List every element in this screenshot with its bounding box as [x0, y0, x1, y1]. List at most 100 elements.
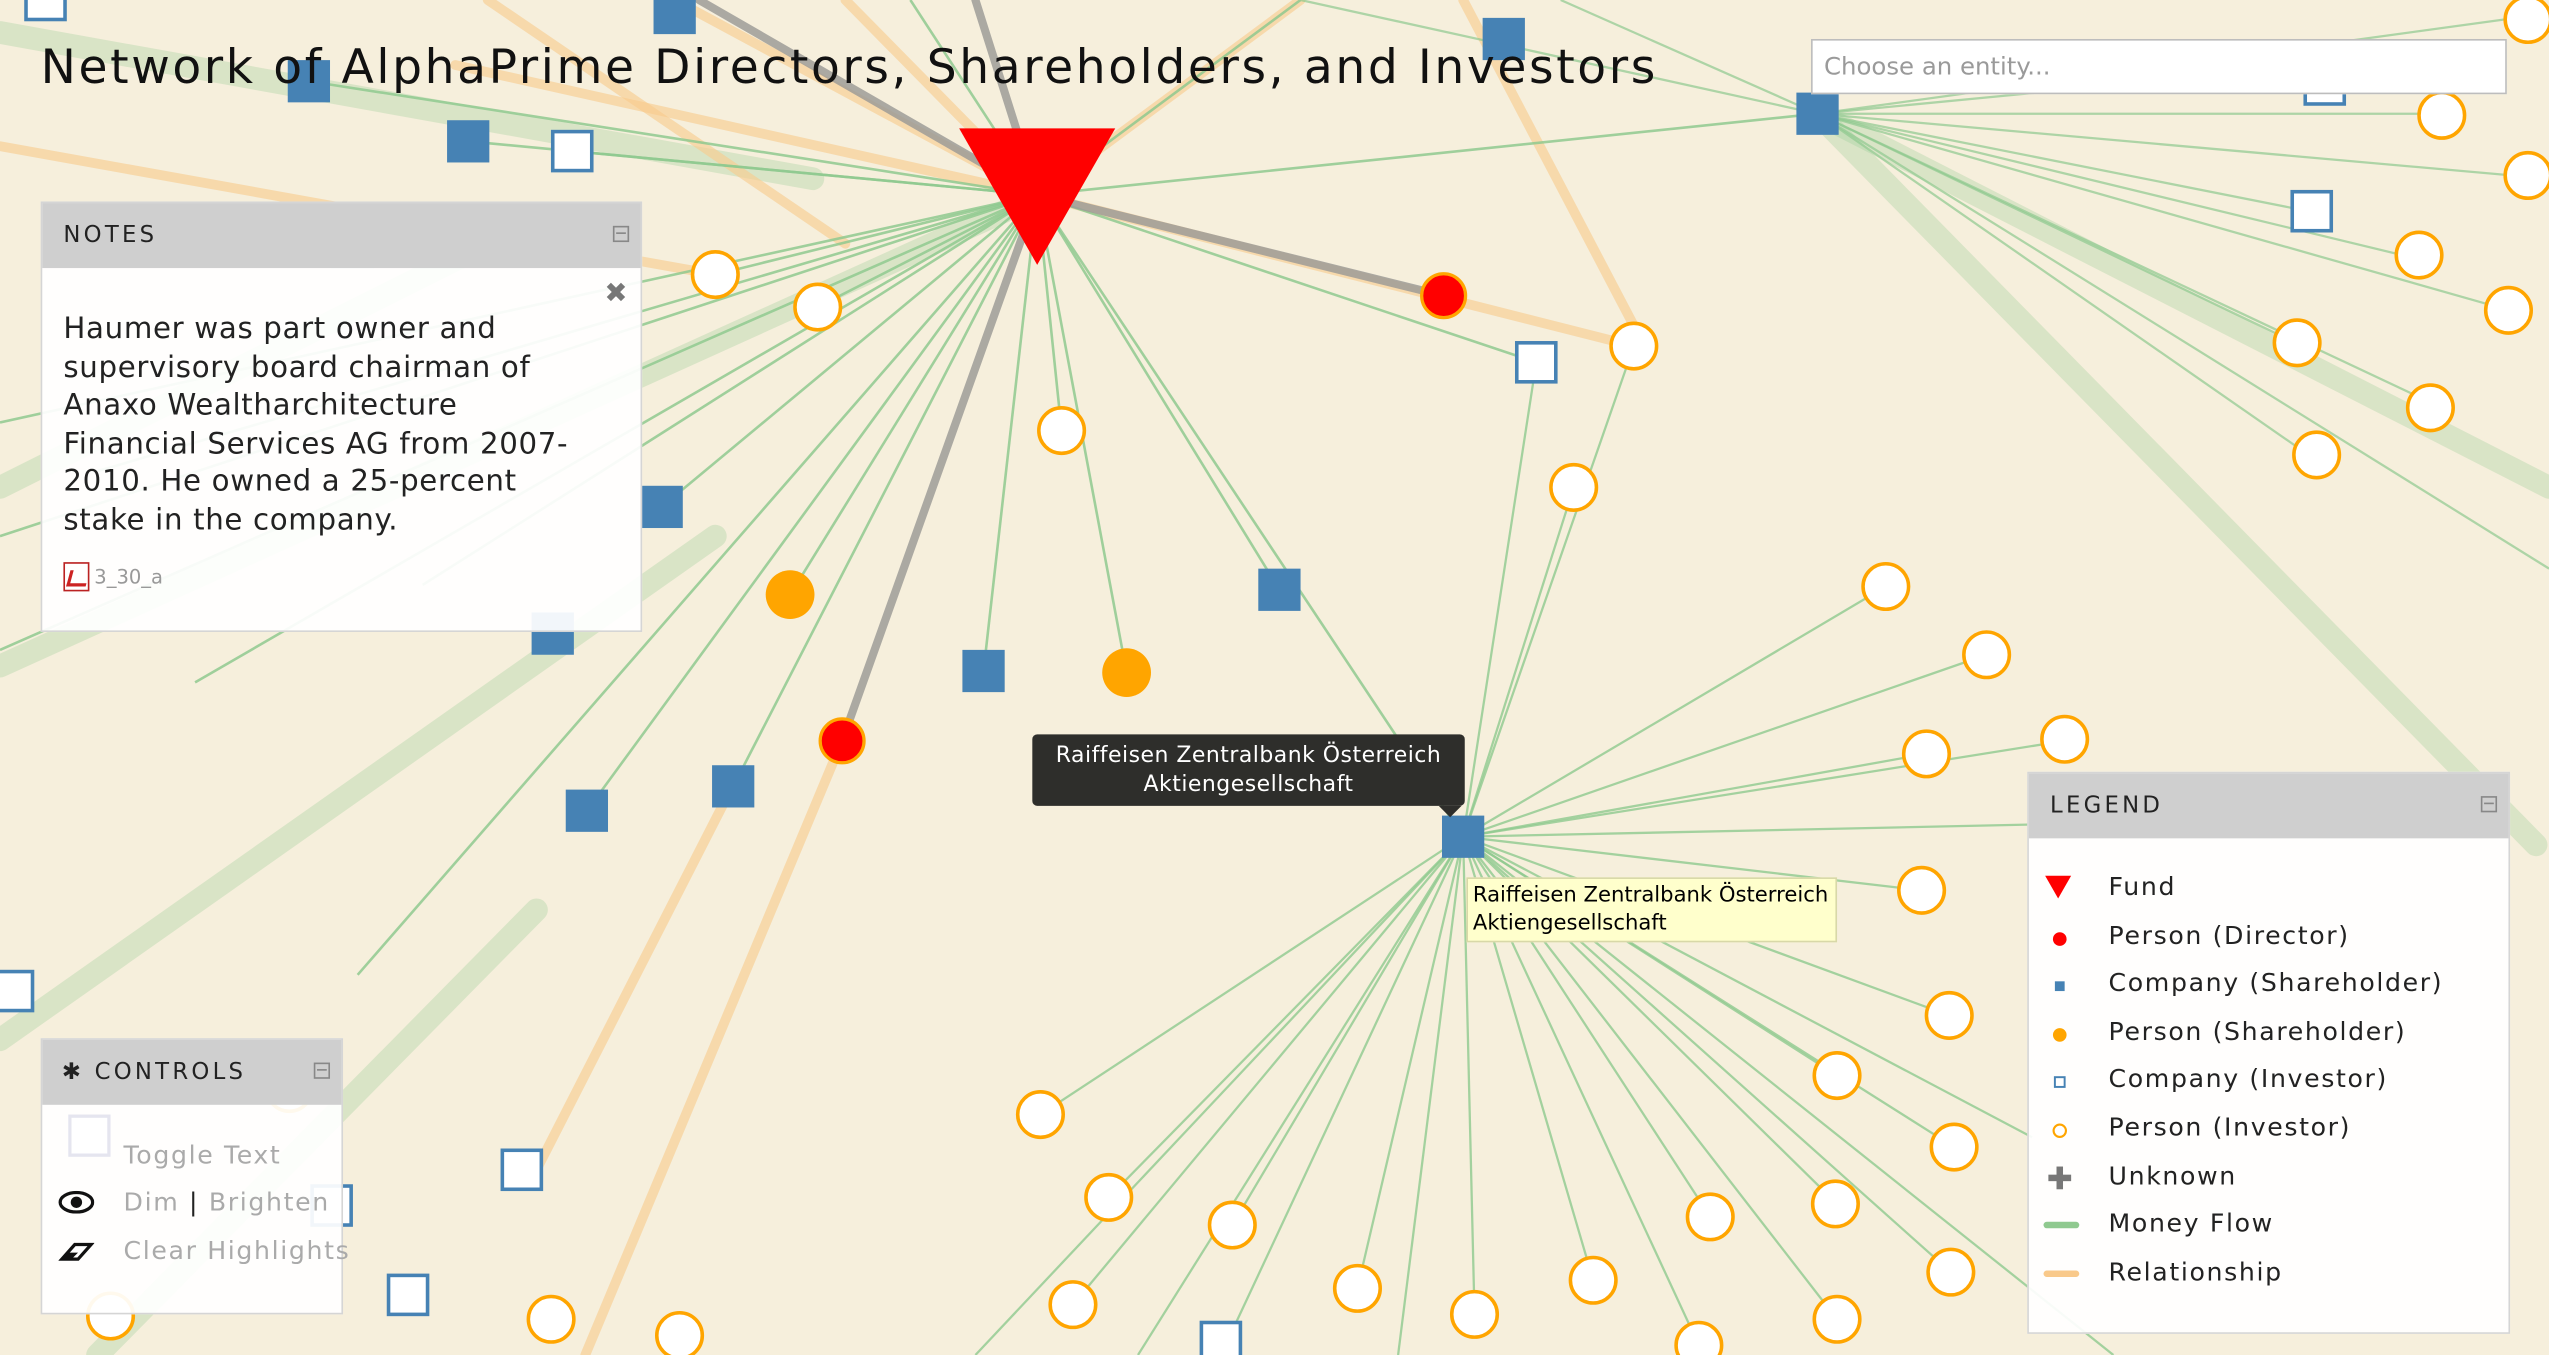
company-shareholder-node[interactable] [1482, 17, 1525, 61]
person-investor-node[interactable] [526, 1294, 576, 1344]
fund-node-alphaprime[interactable] [959, 128, 1116, 265]
company-investor-node[interactable] [500, 1148, 544, 1192]
person-investor-node[interactable] [2503, 150, 2549, 200]
person-investor-node[interactable] [1609, 321, 1659, 371]
relationship-edge [450, 60, 1043, 200]
close-icon[interactable]: ✖ [604, 277, 628, 311]
person-investor-node[interactable] [1810, 1179, 1860, 1229]
person-investor-node[interactable] [1674, 1320, 1724, 1355]
person-investor-node[interactable] [2272, 318, 2322, 368]
company-shareholder-node[interactable] [287, 60, 331, 103]
company-investor-node[interactable] [1514, 341, 1558, 384]
person-investor-node[interactable] [1549, 462, 1599, 512]
person-investor-node[interactable] [2394, 230, 2444, 280]
blue-filled-square-icon [2054, 981, 2065, 992]
blue-hollow-square-icon [2053, 1076, 2066, 1089]
company-shareholder-node[interactable] [1796, 92, 1839, 135]
person-investor-node[interactable] [2417, 90, 2467, 140]
person-investor-node[interactable] [2503, 0, 2549, 45]
collapse-icon[interactable] [2480, 796, 2498, 813]
person-shareholder-node[interactable] [1102, 648, 1151, 697]
person-investor-node[interactable] [1901, 729, 1952, 779]
money-flow-edge [1036, 194, 1281, 591]
person-investor-node[interactable] [1449, 1289, 1500, 1339]
person-shareholder-node[interactable] [765, 570, 815, 620]
relationship-edge [531, 783, 737, 1175]
money-flow-edge [1462, 487, 1575, 838]
node-hover-label: Raiffeisen Zentralbank Österreich Aktien… [1032, 734, 1465, 818]
company-investor-node[interactable] [24, 0, 67, 22]
controls-header[interactable]: ✱ CONTROLS [42, 1039, 342, 1105]
pdf-icon [63, 562, 90, 592]
company-shareholder-node[interactable] [1441, 815, 1485, 858]
person-investor-node[interactable] [2483, 285, 2534, 335]
money-flow-edge [1107, 835, 1464, 1199]
person-investor-node[interactable] [690, 250, 740, 300]
company-shareholder-node[interactable] [712, 765, 755, 808]
person-investor-node[interactable] [2292, 430, 2342, 480]
person-investor-node[interactable] [1084, 1172, 1134, 1222]
person-investor-node[interactable] [793, 282, 843, 332]
person-investor-node[interactable] [1812, 1051, 1862, 1101]
legend-header[interactable]: LEGEND [2028, 773, 2509, 839]
brighten-button[interactable]: Brighten [208, 1187, 330, 1217]
company-shareholder-node[interactable] [962, 649, 1005, 693]
toggle-text-checkbox[interactable] [68, 1114, 111, 1157]
legend-label: Unknown [2108, 1161, 2237, 1191]
collapse-icon[interactable] [612, 225, 630, 243]
person-investor-node[interactable] [1861, 561, 1911, 612]
person-investor-node[interactable] [1685, 1192, 1735, 1242]
money-flow-edge [1817, 112, 2440, 408]
person-investor-node[interactable] [1962, 630, 2012, 680]
company-investor-node[interactable] [550, 129, 594, 173]
money-flow-edge [1039, 835, 1464, 1116]
money-flow-edge [1817, 112, 2549, 180]
relationship-edge [580, 735, 847, 1355]
money-flow-edge [1219, 836, 1465, 1355]
company-shareholder-node[interactable] [565, 789, 609, 832]
money-flow-edge [572, 149, 1038, 197]
notes-header[interactable]: NOTES [42, 203, 641, 269]
person-investor-node[interactable] [1568, 1255, 1618, 1305]
money-flow-edge [982, 194, 1039, 672]
company-investor-node[interactable] [0, 969, 35, 1013]
company-shareholder-node[interactable] [640, 485, 683, 529]
money-flow-edge [1137, 836, 1465, 1355]
person-investor-node[interactable] [2405, 383, 2455, 433]
money-flow-edge [1817, 112, 2504, 310]
money-flow-edge [1462, 345, 1635, 838]
person-investor-node[interactable] [1926, 1247, 1976, 1297]
person-investor-node[interactable] [1897, 865, 1947, 915]
money-flow-edge [1036, 194, 1465, 838]
person-investor-node[interactable] [1929, 1122, 1979, 1172]
person-director-node[interactable] [818, 717, 866, 765]
attachment-link[interactable]: 3_30_a [63, 562, 164, 592]
company-investor-node[interactable] [1199, 1320, 1243, 1355]
company-investor-node[interactable] [2290, 189, 2334, 233]
red-dot-icon [2052, 931, 2067, 946]
company-investor-node[interactable] [386, 1273, 430, 1317]
person-investor-node[interactable] [1924, 990, 1974, 1040]
person-investor-node[interactable] [1048, 1280, 1098, 1330]
person-investor-node[interactable] [2040, 714, 2090, 764]
person-investor-node[interactable] [1015, 1090, 1065, 1140]
money-flow-edge [788, 194, 1039, 596]
attachment-label: 3_30_a [94, 565, 164, 589]
company-shareholder-node[interactable] [1258, 568, 1301, 611]
person-investor-node[interactable] [1207, 1200, 1257, 1250]
company-shareholder-node[interactable] [653, 0, 696, 35]
person-investor-node[interactable] [1332, 1263, 1383, 1313]
company-shareholder-node[interactable] [447, 120, 490, 163]
person-director-node[interactable] [1420, 272, 1468, 320]
person-investor-node[interactable] [655, 1310, 705, 1355]
money-flow-edge [1816, 112, 2310, 456]
toggle-text-button[interactable]: Toggle Text [123, 1140, 282, 1170]
person-investor-node[interactable] [1037, 406, 1087, 456]
money-flow-edge [1462, 835, 1922, 892]
collapse-icon[interactable] [313, 1062, 331, 1079]
clear-highlights-button[interactable]: Clear Highlights [123, 1236, 351, 1266]
entity-search-input[interactable] [1811, 38, 2507, 95]
dim-button[interactable]: Dim [123, 1187, 180, 1217]
person-investor-node[interactable] [1812, 1294, 1862, 1344]
money-flow-edge [1072, 835, 1465, 1306]
